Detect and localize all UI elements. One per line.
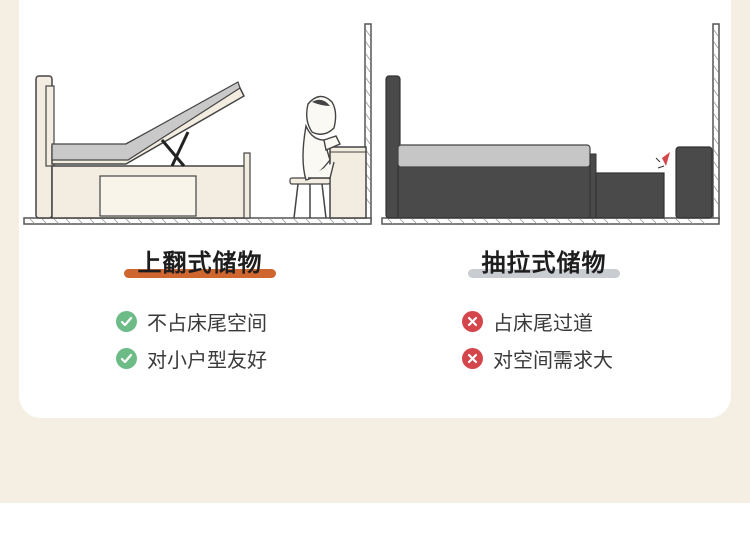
feature-item: 不占床尾空间 (116, 308, 267, 335)
cross-icon (462, 310, 483, 332)
feature-item: 占床尾过道 (462, 308, 593, 335)
cross-icon (462, 347, 483, 369)
title-text: 抽拉式储物 (481, 249, 607, 277)
feature-item: 对空间需求大 (462, 345, 613, 372)
bottom-strip (0, 503, 750, 553)
feature-text: 不占床尾空间 (147, 310, 267, 335)
title-highlight (124, 269, 276, 278)
feature-text: 对空间需求大 (493, 347, 613, 372)
pull-out-bed-illustration (380, 0, 732, 230)
feature-item: 对小户型友好 (116, 345, 267, 372)
feature-text: 占床尾过道 (493, 310, 593, 335)
feature-text: 对小户型友好 (147, 347, 267, 372)
check-icon (116, 310, 137, 332)
lift-up-storage-title: 上翻式储物 (124, 245, 276, 281)
check-icon (116, 347, 137, 369)
lift-up-bed-illustration (22, 0, 374, 230)
title-highlight (468, 269, 620, 278)
pull-out-storage-title: 抽拉式储物 (468, 245, 620, 281)
title-text: 上翻式储物 (137, 249, 263, 277)
